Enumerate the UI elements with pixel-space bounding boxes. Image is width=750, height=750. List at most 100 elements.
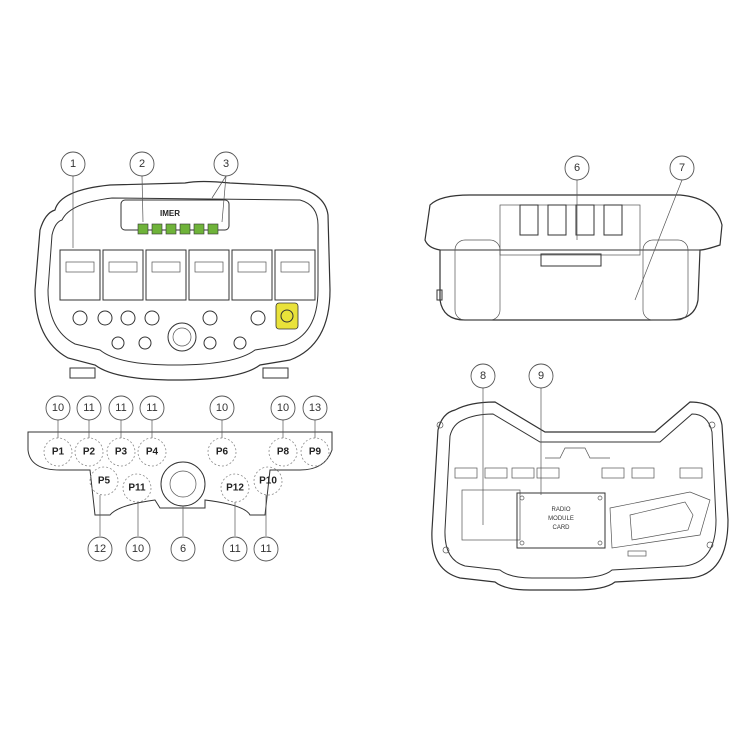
indicator-led: [137, 223, 149, 235]
card-label-line-2: MODULE: [548, 516, 574, 522]
right-foot: [262, 367, 289, 379]
front-housing-inner: [47, 197, 319, 366]
rotary-selector-inner: [172, 327, 192, 347]
lever: [274, 249, 316, 301]
rear-connector: [540, 253, 602, 267]
callout-top: [139, 395, 165, 421]
push-button: [72, 310, 88, 326]
lever-handle: [237, 261, 267, 273]
front-housing-outer: [34, 180, 331, 381]
front-buttons: [72, 302, 299, 352]
start-button: [275, 302, 299, 330]
position-label: P6: [216, 447, 229, 458]
leader-line: [221, 175, 227, 223]
callout-label: 11: [260, 543, 271, 555]
switch-button: [203, 336, 217, 350]
indicator-led: [207, 223, 219, 235]
push-button: [97, 310, 113, 326]
card-label-line-3: CARD: [552, 525, 570, 531]
position-marker: [122, 473, 152, 503]
rotary-selector: [167, 322, 197, 352]
rear-lever: [519, 204, 539, 236]
position-label: P3: [115, 447, 128, 458]
panel-rotary-outer: [160, 461, 206, 507]
position-label: P10: [259, 476, 277, 487]
callout-8: [470, 363, 496, 389]
lever-handle: [151, 261, 181, 273]
position-label: P2: [83, 447, 96, 458]
rear-grip-left: [454, 239, 501, 321]
rear-lever-block: [499, 204, 641, 256]
push-button: [202, 310, 218, 326]
indicator-led: [193, 223, 205, 235]
push-button: [120, 310, 136, 326]
position-label: P11: [128, 483, 146, 494]
position-label: P5: [98, 476, 111, 487]
callout-3: [213, 151, 239, 177]
leader-line: [141, 175, 144, 223]
rear-lever: [547, 204, 567, 236]
push-button: [144, 310, 160, 326]
battery: [629, 501, 694, 541]
callout-bottom: [125, 536, 151, 562]
terminal-block: [536, 467, 560, 479]
lever: [231, 249, 273, 301]
card-screw: [519, 540, 525, 546]
terminal-row: [454, 467, 703, 479]
callout-bottom: [222, 536, 248, 562]
push-button: [250, 310, 266, 326]
callout-1: [60, 151, 86, 177]
circuit-board: [461, 489, 521, 541]
pin-header: [627, 550, 647, 557]
callout-label: 12: [94, 543, 106, 555]
radio-module-card: [516, 492, 606, 549]
lever: [188, 249, 230, 301]
inside-housing-inner: [444, 413, 717, 579]
callout-label: 11: [83, 402, 94, 414]
callout-label: 11: [229, 543, 240, 555]
callout-label: 10: [52, 402, 64, 414]
callout-top: [209, 395, 235, 421]
callout-label: 10: [132, 543, 144, 555]
callout-label: 11: [146, 402, 157, 414]
lever: [102, 249, 144, 301]
callout-label: 2: [139, 158, 145, 170]
callout-label: 1: [70, 158, 76, 170]
panel-rotary-inner: [169, 470, 197, 498]
lever-handle: [194, 261, 224, 273]
callout-label: 11: [115, 402, 126, 414]
terminal-block: [511, 467, 535, 479]
brand-logo: IMER: [160, 209, 180, 218]
mount-screw: [442, 546, 450, 554]
leader-line: [634, 179, 683, 301]
top-position-row: P1 P2 P3 P4 P6 P8 P9: [43, 437, 330, 467]
callout-label: 10: [277, 402, 289, 414]
callout-label: 9: [538, 370, 544, 382]
lever-handle: [280, 261, 310, 273]
lever: [59, 249, 101, 301]
callout-label: 3: [223, 158, 229, 170]
callout-2: [129, 151, 155, 177]
callout-label: 6: [180, 543, 186, 555]
position-label: P4: [146, 447, 159, 458]
rear-view: 6 7: [424, 155, 723, 321]
mount-screw: [706, 541, 714, 549]
lever-handle: [108, 261, 138, 273]
callout-9: [528, 363, 554, 389]
terminal-block: [601, 467, 625, 479]
position-label: P9: [309, 447, 322, 458]
leader-line: [211, 175, 227, 199]
rear-lever: [603, 204, 623, 236]
switch-button: [233, 336, 247, 350]
callout-6: [564, 155, 590, 181]
switch-button: [111, 336, 125, 350]
callout-label: 8: [480, 370, 486, 382]
callout-bottom: [87, 536, 113, 562]
position-label: P8: [277, 447, 290, 458]
callout-7: [669, 155, 695, 181]
top-connector: [545, 447, 610, 459]
rear-side-tab: [436, 289, 443, 301]
position-label: P1: [52, 447, 65, 458]
callout-top: [45, 395, 71, 421]
rear-housing: [424, 194, 723, 321]
